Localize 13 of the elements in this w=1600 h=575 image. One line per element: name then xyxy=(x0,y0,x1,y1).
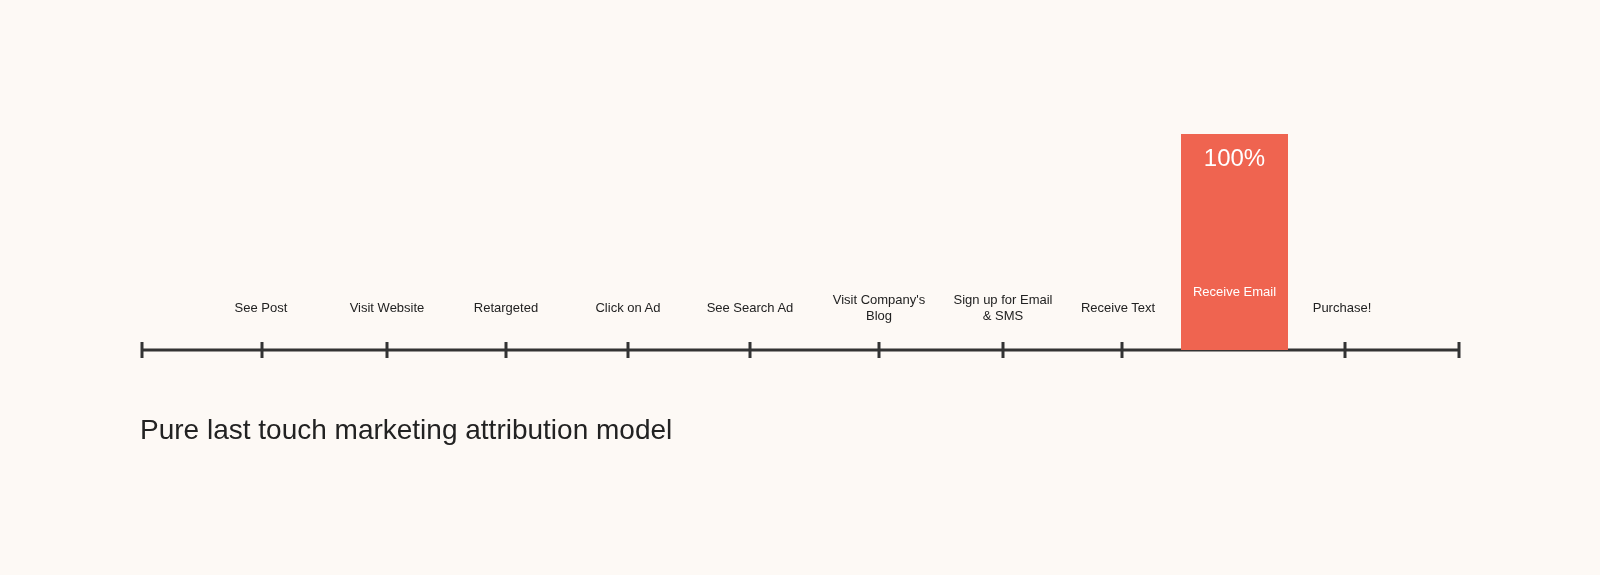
touchpoint-label: See Search Ad xyxy=(705,300,795,316)
percentage-label: 100% xyxy=(1202,144,1267,172)
touchpoint-label: Retargeted xyxy=(472,300,540,316)
touchpoint-label: Visit Company's Blog xyxy=(831,292,927,324)
touchpoint-label: See Post xyxy=(233,300,289,316)
attribution-bar xyxy=(1181,134,1288,350)
caption: Pure last touch marketing attribution model xyxy=(140,414,673,446)
touchpoint-label: Sign up for Email & SMS xyxy=(952,292,1054,324)
touchpoint-label: Receive Text xyxy=(1079,300,1157,316)
touchpoint-label: Click on Ad xyxy=(594,300,662,316)
touchpoint-label: Receive Email xyxy=(1191,284,1278,300)
touchpoint-label: Visit Website xyxy=(348,300,426,316)
touchpoint-label: Purchase! xyxy=(1311,300,1373,316)
